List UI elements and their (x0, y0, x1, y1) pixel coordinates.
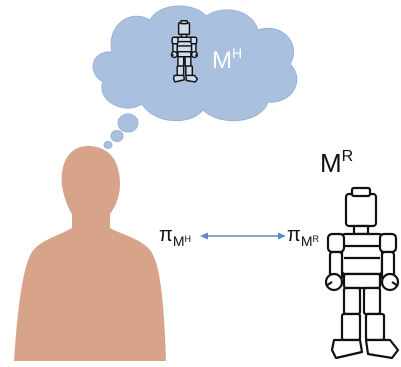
robot-model-label: MR (320, 148, 353, 178)
robot-shoulder-left (326, 232, 346, 254)
arrow-head-right (278, 232, 286, 240)
cloud-robot-foot-right (185, 74, 199, 83)
cloud-robot-icon (170, 20, 199, 83)
cloud-robot-thigh-left (177, 56, 185, 67)
thought-cloud (92, 5, 298, 122)
cloud-robot-torso (176, 36, 193, 53)
cloud-robot-head-top (180, 20, 189, 25)
robot-hand-right (380, 272, 400, 292)
robot-model-main: M (320, 148, 342, 178)
policy-left-pi: π (159, 224, 173, 246)
policy-left-sub: H (184, 234, 191, 244)
cloud-robot-hand-left (170, 51, 178, 59)
robot-thigh-left (342, 286, 362, 316)
cloud-robot-foot-left (172, 74, 186, 83)
policy-left-label: πMH (159, 224, 191, 249)
cloud-robot-thigh-right (184, 56, 192, 67)
policy-right-pi: π (287, 224, 301, 246)
robot-neck (352, 224, 370, 236)
thought-dot-small (103, 141, 113, 149)
human-silhouette-icon (14, 146, 166, 361)
arrow-head-left (200, 232, 208, 240)
thought-bubble-icon (92, 5, 298, 149)
thought-dot-large (117, 113, 139, 133)
double-headed-arrow-icon (200, 232, 286, 240)
robot-hips (342, 272, 382, 290)
cloud-robot-head (177, 22, 191, 36)
robot-body (324, 186, 400, 360)
robot-hand-left (324, 272, 344, 292)
robot-model-sup: R (342, 148, 354, 165)
cloud-robot-shoulder-left (171, 36, 179, 45)
cloud-robot-shin-right (185, 65, 194, 77)
thought-dot-medium (110, 130, 124, 142)
policy-right-main: M (301, 233, 313, 249)
policy-right-sub: R (312, 234, 319, 244)
cloud-robot-shoulder-right (190, 36, 198, 45)
robot-head-top (350, 186, 372, 198)
cloud-robot-body (170, 20, 199, 83)
policy-right-label: πMR (287, 224, 319, 249)
robot-shin-right (364, 312, 386, 342)
robot-torso (340, 232, 384, 276)
robot-thigh-right (362, 286, 382, 316)
policy-left-main: M (173, 233, 185, 249)
cloud-model-main: M (212, 47, 232, 74)
cloud-model-sup: H (232, 45, 242, 61)
robot-foot-right (364, 338, 400, 360)
robot-foot-left (330, 338, 364, 360)
robot-shin-left (340, 312, 362, 342)
cloud-robot-hand-right (190, 51, 199, 59)
robot-head (344, 192, 378, 228)
cloud-robot-hips (177, 50, 192, 58)
cloud-model-label: MH (212, 45, 242, 74)
robot-icon (324, 186, 400, 360)
human-body (14, 146, 166, 361)
robot-shoulder-right (378, 232, 398, 254)
cloud-robot-shin-left (176, 65, 185, 77)
